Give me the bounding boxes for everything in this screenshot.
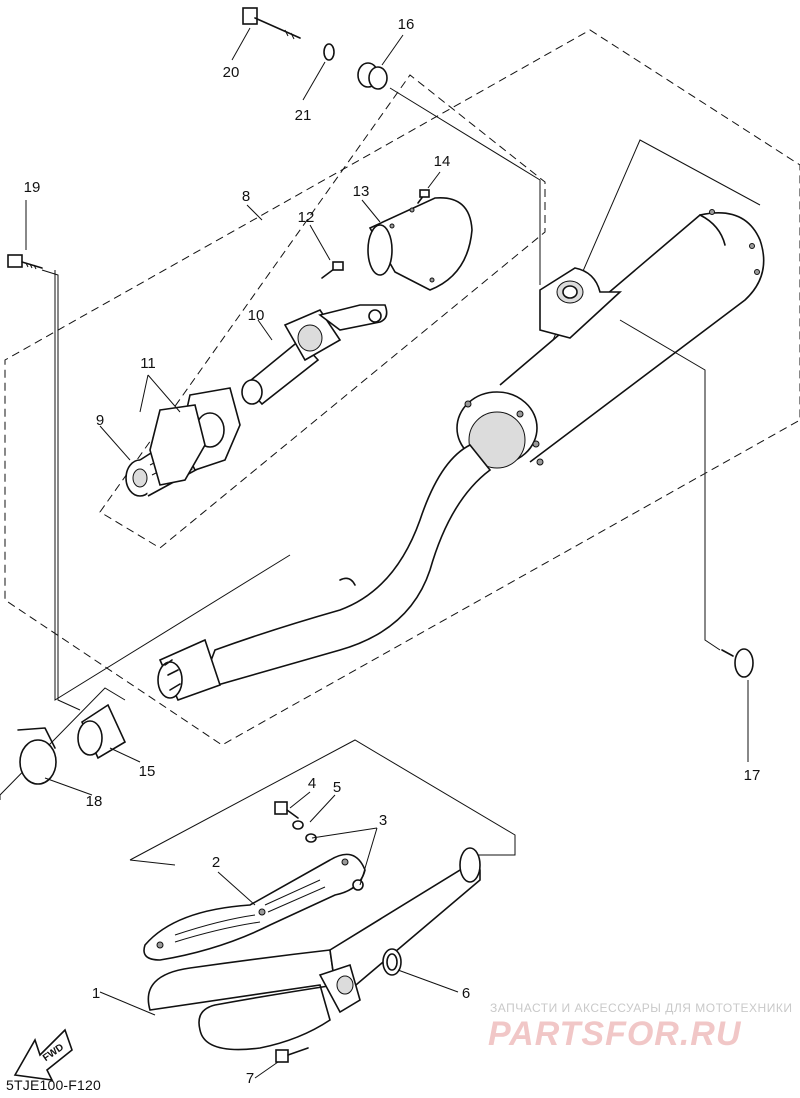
mid-pipe (198, 443, 492, 692)
bolt-4 (274, 801, 299, 819)
joint-gasket-15 (77, 703, 127, 760)
washer-5 (292, 820, 304, 830)
heat-protector (143, 853, 366, 961)
callout-1: 1 (92, 985, 100, 1002)
bolt-7 (275, 1047, 309, 1063)
callout-18: 18 (86, 793, 103, 810)
callout-16: 16 (398, 16, 415, 33)
subgroup-frame (99, 74, 546, 549)
callout-11: 11 (140, 355, 156, 372)
callout-8: 8 (242, 188, 250, 205)
callout-13: 13 (353, 183, 370, 200)
watermark-brand: PARTSFOR.RU (488, 1015, 742, 1053)
leader-lines (25, 27, 749, 1079)
header-pipe-frame (129, 739, 516, 866)
forward-direction-arrow: FWD (13, 1028, 73, 1081)
screw-14 (417, 189, 430, 204)
callout-15: 15 (139, 763, 156, 780)
slip-joint (157, 638, 222, 702)
silencer-link-frame (54, 270, 291, 701)
grommet-16 (357, 62, 388, 90)
callout-6: 6 (462, 985, 470, 1002)
callout-10: 10 (248, 307, 265, 324)
gasket-pair (149, 387, 241, 486)
callout-19: 19 (24, 179, 41, 196)
clamp-18 (17, 727, 57, 785)
muffler-body (456, 209, 765, 469)
drawing-code: 5TJE100-F120 (6, 1077, 102, 1093)
callout-17: 17 (744, 767, 761, 784)
bolt-20 (242, 7, 301, 40)
bolt-12 (321, 261, 344, 279)
assembly-8-frame (4, 29, 800, 746)
callout-21: 21 (295, 107, 312, 124)
callout-9: 9 (96, 412, 104, 429)
washer-3a (305, 833, 317, 843)
washer-21 (323, 43, 335, 61)
bolt-19 (7, 254, 43, 270)
callout-5: 5 (333, 779, 341, 796)
muffler-mount-bracket (539, 267, 623, 339)
callout-labels: 1 2 3 4 5 6 7 8 9 10 11 12 13 14 15 16 1… (24, 16, 761, 1087)
callout-14: 14 (434, 153, 451, 170)
callout-12: 12 (298, 209, 315, 226)
callout-20: 20 (223, 64, 240, 81)
callout-2: 2 (212, 854, 220, 871)
callout-4: 4 (308, 775, 316, 792)
inner-pipe (241, 304, 388, 406)
end-cone-cap (367, 197, 473, 291)
watermark-tagline: ЗАПЧАСТИ И АКСЕССУАРЫ ДЛЯ МОТОТЕХНИКИ (490, 1001, 793, 1015)
collar-bolt-17 (721, 648, 754, 678)
exhaust-header-pipe (147, 847, 481, 1051)
gasket-6 (382, 948, 402, 976)
callout-3: 3 (379, 812, 387, 829)
callout-7: 7 (246, 1070, 254, 1087)
